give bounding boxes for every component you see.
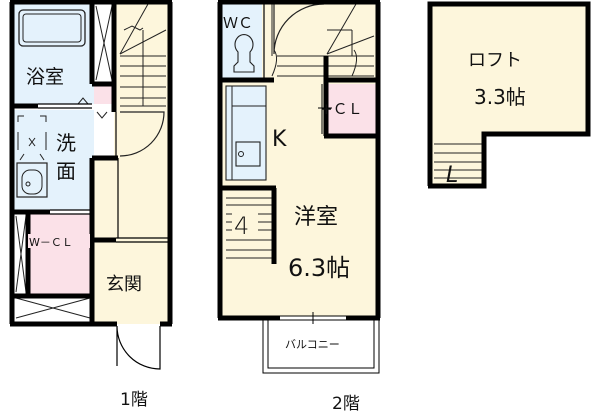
kitchen-label: K xyxy=(272,127,287,152)
loft-label: ロフト xyxy=(468,50,522,71)
loft-area xyxy=(432,6,586,132)
loft-size: 3.3帖 xyxy=(474,85,526,109)
sink-icon xyxy=(16,162,48,198)
bath-area xyxy=(14,4,94,104)
closet-label: +ＣＬ xyxy=(320,100,363,118)
balcony-outline xyxy=(262,320,380,374)
bath-label: 浴室 xyxy=(26,66,64,88)
floor-2-plan: 4 ＷＣ K xyxy=(217,0,381,413)
floor-1-plan: 浴室 洗 面 W－ＣＬ 玄関 1階 xyxy=(9,0,173,410)
washroom-label-2: 面 xyxy=(56,159,76,183)
kitchen-counter-icon xyxy=(225,85,267,181)
floor-2-caption: 2階 xyxy=(332,394,360,413)
toilet-label: ＷＣ xyxy=(223,14,253,32)
western-room-size: 6.3帖 xyxy=(288,254,350,282)
balcony-label: バルコニー xyxy=(285,338,340,351)
stairs-icon xyxy=(119,3,167,107)
front-door-icon xyxy=(116,325,161,370)
walk-in-closet-label: W－ＣＬ xyxy=(29,236,73,249)
ladder-icon xyxy=(434,143,482,179)
washing-machine-icon xyxy=(17,115,47,161)
washroom-area xyxy=(14,110,94,210)
washroom-label-1: 洗 xyxy=(56,131,76,155)
closet-area xyxy=(326,84,376,134)
stair-mark: 4 xyxy=(234,212,249,240)
entrance-label: 玄関 xyxy=(106,274,142,295)
ladder-mark: L xyxy=(446,163,458,188)
loft-plan: L ロフト 3.3帖 xyxy=(427,1,591,189)
bathtub-icon xyxy=(18,9,86,47)
entrance-area xyxy=(94,246,168,324)
sink-icon xyxy=(235,141,261,167)
toilet-area xyxy=(222,4,262,80)
western-room-label: 洋室 xyxy=(294,205,338,230)
door-swing-icon xyxy=(119,111,165,157)
toilet-icon xyxy=(233,34,255,73)
floor-1-caption: 1階 xyxy=(120,390,148,410)
walk-in-closet-area xyxy=(28,214,90,294)
